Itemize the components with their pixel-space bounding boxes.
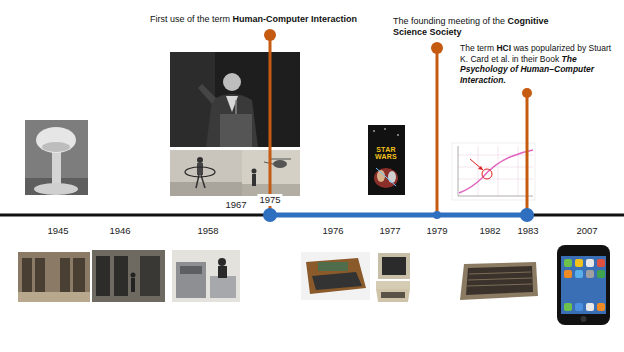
timeline-dot [520,208,534,222]
event-text: The founding meeting of the [393,16,505,26]
speaker-photo [170,52,300,147]
year-label: 1946 [109,225,130,237]
event-marker-dot [431,42,443,54]
event-text: Human-Computer Interaction [233,14,358,24]
event-marker-line [436,48,439,215]
event-marker-dot [522,88,532,98]
mushroom-cloud-photo [25,120,88,195]
growth-graph [452,143,535,200]
apple-two-photo [376,253,410,302]
event-note: The termHCIwas popularized by Stuart K. … [460,43,612,85]
year-label: 2007 [576,225,597,237]
event-marker-dot [264,29,276,41]
event-note: First use of the termHuman-Computer Inte… [150,14,400,25]
year-label: 1967 [223,199,248,211]
year-label: 1983 [517,225,538,237]
ibm-computer-photo [172,250,240,302]
commodore-keyboard-photo [460,262,538,300]
event-note: The founding meeting of theCognitive Sci… [393,16,569,38]
timeline-dot [433,211,441,219]
event-marker-line [526,93,529,215]
iphone-photo [557,245,610,325]
year-label: 1945 [47,225,68,237]
apple-one-photo [301,252,370,300]
year-label: 1976 [322,225,343,237]
hula-hoop-photo [170,150,242,196]
timeline-dot [263,208,277,222]
year-label: 1958 [197,225,218,237]
star-wars-poster [368,125,405,195]
year-label: 1982 [479,225,500,237]
event-text: HCI [496,43,511,53]
poster-title: STAR WARS [369,146,403,160]
year-label: 1977 [379,225,400,237]
year-label: 1979 [426,225,447,237]
event-marker-line [269,35,272,215]
event-text: First use of the term [150,14,230,24]
hci-era-segment [270,213,527,218]
event-text: The term [460,43,494,53]
eniac-photo [18,252,90,302]
year-label: 1975 [257,194,282,206]
mainframe-room-photo [92,250,165,302]
